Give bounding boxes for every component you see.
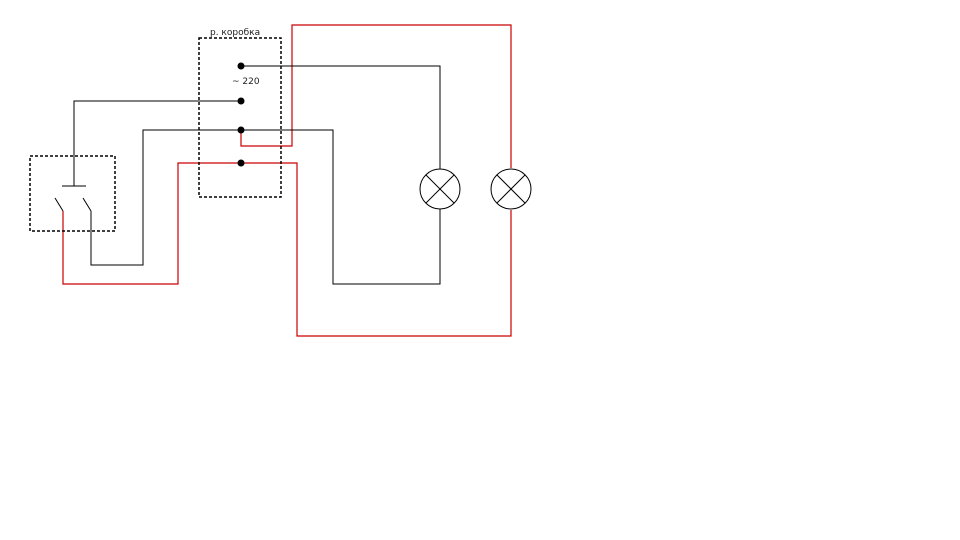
voltage-label: ~ 220 xyxy=(232,77,260,87)
terminals xyxy=(237,62,245,167)
junction-box xyxy=(198,37,282,198)
red-wire-lamp2-to-bottom xyxy=(241,162,512,337)
terminal-dot xyxy=(237,159,245,167)
black-wire-switch-to-terminal xyxy=(73,100,241,186)
black-wire-lamp1-return xyxy=(241,129,441,285)
black-wire-switch2-to-terminal xyxy=(90,129,241,266)
terminal-dot xyxy=(237,62,245,70)
lamp-2-cross-b xyxy=(496,174,526,204)
terminal-dot xyxy=(237,126,245,134)
switch-housing xyxy=(29,155,116,232)
switch-contact-2 xyxy=(82,197,92,212)
double-switch xyxy=(29,155,116,232)
black-wires xyxy=(73,65,441,285)
terminal-dot xyxy=(237,97,245,105)
lamp-2 xyxy=(490,168,532,210)
junction-box-label: р. коробка xyxy=(210,28,260,38)
switch-contact-1 xyxy=(54,197,64,212)
lamp-1 xyxy=(419,168,461,210)
lamp-1-cross-b xyxy=(425,174,455,204)
red-wire-terminal1-to-lamp2 xyxy=(240,24,512,168)
black-wire-terminal0-to-lamp1 xyxy=(241,65,441,169)
